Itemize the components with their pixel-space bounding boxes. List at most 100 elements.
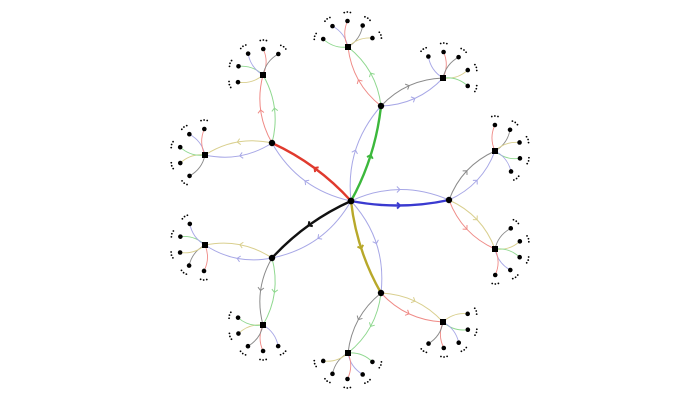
leaf-edge (180, 235, 206, 246)
tiny-node (180, 128, 183, 131)
branch-edge-arrow (472, 179, 478, 185)
leaf-node (260, 46, 266, 52)
tiny-node (313, 35, 316, 38)
tiny-node (241, 352, 244, 355)
tiny-node (378, 366, 381, 369)
tiny-node (183, 126, 185, 128)
tiny-node (265, 39, 268, 42)
tiny-node (228, 314, 231, 317)
tiny-node (172, 167, 175, 170)
tiny-node (379, 364, 382, 366)
tiny-node (349, 386, 352, 389)
tiny-node (199, 278, 202, 281)
tiny-node (170, 146, 173, 149)
leaf-node (517, 254, 522, 260)
leaf-node (345, 18, 350, 24)
hub-edge-thin-arrow (351, 149, 358, 155)
tiny-node (497, 282, 500, 285)
tiny-node (443, 356, 445, 358)
branch-edge (448, 199, 496, 250)
leaf-node (360, 372, 365, 377)
junction-node (440, 75, 446, 81)
tiny-node (446, 355, 449, 358)
hub-edge-thick-arrow (313, 166, 319, 173)
junction-node (202, 242, 208, 248)
branch-edge-arrow (271, 107, 279, 112)
branch-edge (380, 292, 444, 323)
leaf-node (186, 263, 192, 268)
tiny-node (202, 279, 205, 281)
tiny-node (512, 179, 515, 181)
tiny-node (512, 218, 515, 221)
tiny-node (206, 119, 209, 122)
leaf-node (507, 267, 513, 273)
tiny-node (494, 283, 497, 285)
tiny-node (525, 135, 528, 138)
tiny-node (186, 214, 189, 217)
branch-edge (448, 150, 496, 201)
branch-edge (347, 46, 382, 107)
leaf-edge (347, 352, 373, 363)
tiny-node (473, 90, 476, 93)
tiny-node (186, 183, 188, 186)
tiny-node (170, 232, 173, 235)
branch-edge (259, 74, 273, 144)
branch-edge (448, 199, 496, 250)
hub-edge-thick (271, 141, 352, 202)
tiny-node (366, 380, 369, 383)
tiny-node (527, 259, 530, 261)
leaf-edge (442, 56, 459, 79)
level1-node (377, 102, 385, 110)
leaf-edge (494, 150, 521, 160)
leaf-node (330, 23, 335, 29)
leaf-edge (262, 324, 279, 347)
tiny-node (329, 381, 331, 384)
tiny-node (180, 269, 183, 272)
leaf-node (187, 221, 193, 227)
tiny-node (182, 271, 185, 274)
leaf-node (370, 35, 375, 41)
leaf-node (465, 311, 470, 317)
hub-node (347, 197, 355, 205)
leaf-edge (442, 77, 469, 87)
branch-edge (347, 292, 382, 354)
branch-edge-arrow (404, 83, 410, 90)
leaf-edge (442, 51, 447, 79)
level1-node (445, 196, 453, 204)
tiny-node (228, 65, 231, 68)
hub-edge-thin-arrow (317, 234, 323, 240)
leaf-node (345, 376, 350, 382)
leaf-node (235, 315, 241, 320)
tiny-node (475, 87, 478, 90)
junction-node (440, 319, 446, 325)
tiny-node (369, 19, 371, 22)
tiny-node (244, 44, 247, 46)
leaf-node (465, 327, 471, 333)
junction-node (202, 152, 208, 158)
leaf-node (507, 127, 513, 133)
hub-edge-thick-arrow (307, 221, 313, 228)
tiny-node (420, 50, 422, 53)
tiny-node (425, 351, 428, 354)
tiny-node (244, 353, 247, 356)
tiny-node (228, 83, 231, 86)
tiny-node (170, 164, 173, 167)
tiny-node (364, 382, 366, 385)
tiny-node (364, 15, 366, 18)
tiny-node (349, 11, 352, 14)
tiny-node (380, 361, 383, 363)
leaf-edge (494, 129, 511, 152)
leaf-edge (247, 53, 264, 76)
leaf-edge (189, 223, 206, 246)
leaf-edge (262, 53, 279, 76)
hub-edge-thick (349, 200, 383, 294)
branch-edge-arrow (356, 315, 363, 321)
branch-edge (448, 150, 496, 201)
tiny-node (516, 123, 519, 126)
hub-edge-thin (350, 200, 383, 294)
tiny-node (324, 377, 326, 380)
hub-edge-thick (271, 199, 352, 259)
tiny-node (239, 47, 242, 50)
tiny-node (181, 217, 184, 220)
leaf-node (517, 239, 523, 244)
